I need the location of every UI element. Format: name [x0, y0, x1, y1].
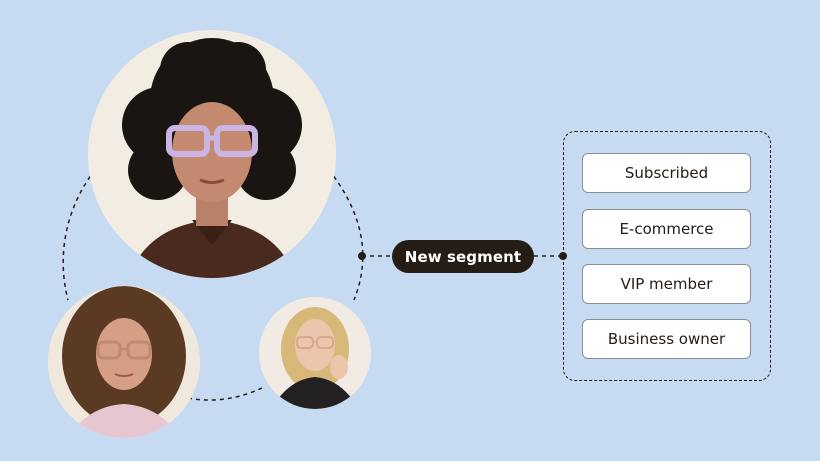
segment-options-group [563, 131, 771, 381]
connector-dot-left [358, 252, 366, 260]
portrait-right [259, 297, 371, 409]
person-blonde-hair-icon [259, 297, 371, 409]
segment-option-subscribed[interactable]: Subscribed [582, 153, 751, 193]
segment-option-business-owner[interactable]: Business owner [582, 319, 751, 359]
person-long-hair-icon [48, 286, 200, 438]
new-segment-pill[interactable]: New segment [392, 240, 534, 273]
person-curly-hair-icon [88, 30, 336, 278]
portrait-main [88, 30, 336, 278]
segment-option-vip-member[interactable]: VIP member [582, 264, 751, 304]
portrait-left [48, 286, 200, 438]
segment-option-ecommerce[interactable]: E-commerce [582, 209, 751, 249]
